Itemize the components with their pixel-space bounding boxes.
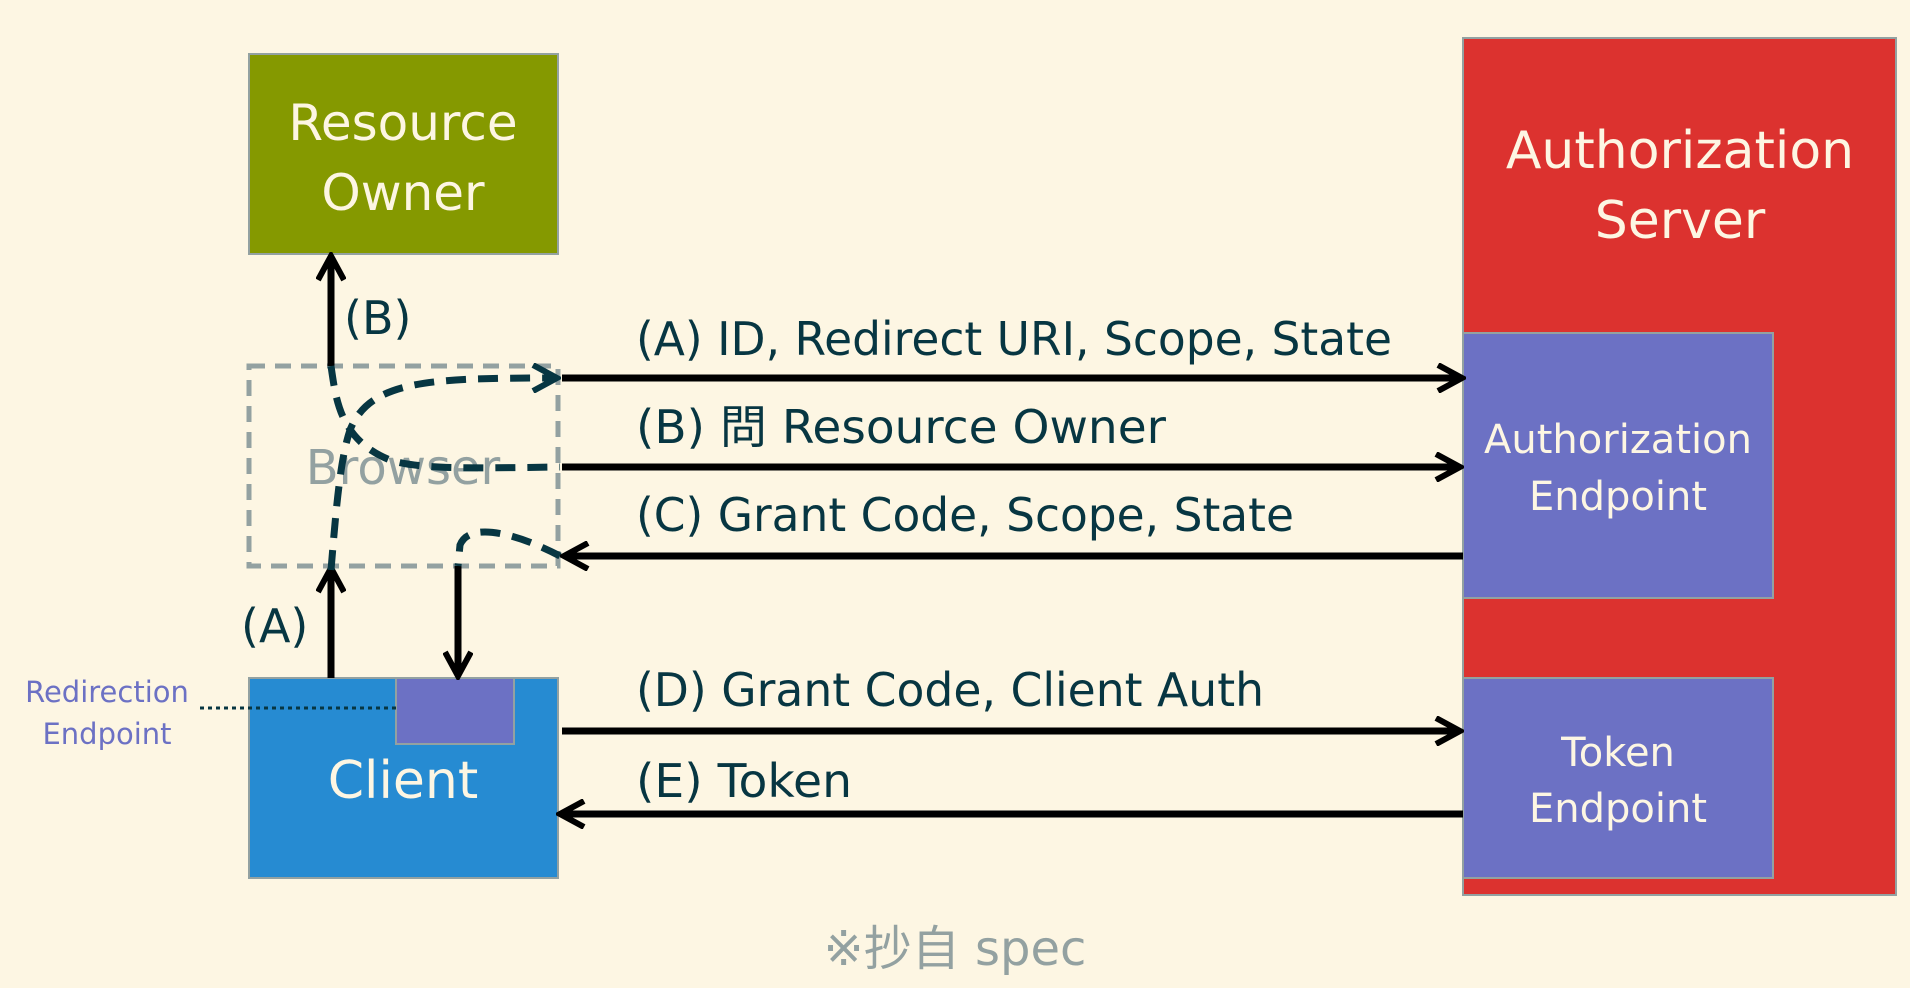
flow-d-label: (D) Grant Code, Client Auth	[636, 663, 1264, 717]
dashed-path-b	[327, 365, 561, 472]
redirection-endpoint-label-line2: Endpoint	[42, 717, 171, 751]
flow-b-label: (B) 問 Resource Owner	[636, 400, 1166, 454]
authorization-server-label-line2: Server	[1595, 191, 1766, 251]
resource-owner-label-line1: Resource	[288, 94, 517, 152]
redirection-endpoint-box	[395, 677, 515, 745]
client-node: Client	[248, 677, 559, 879]
token-endpoint-node: Token Endpoint	[1462, 677, 1774, 879]
client-label: Client	[328, 751, 479, 811]
token-endpoint-label-line2: Endpoint	[1529, 786, 1707, 832]
authorization-endpoint-node: Authorization Endpoint	[1462, 332, 1774, 599]
resource-owner-box	[248, 53, 559, 255]
browser-box	[246, 363, 561, 569]
flow-c-label: (C) Grant Code, Scope, State	[636, 488, 1294, 542]
authorization-endpoint-box	[1462, 332, 1774, 599]
authorization-server-label-line1: Authorization	[1506, 121, 1854, 181]
flow-a-short-label: (A)	[241, 599, 308, 653]
dashed-path-c	[454, 528, 562, 567]
token-endpoint-box	[1462, 677, 1774, 879]
authorization-endpoint-label-line2: Endpoint	[1529, 474, 1707, 520]
resource-owner-node: Resource Owner	[248, 53, 559, 255]
token-endpoint-label-line1: Token	[1560, 730, 1675, 776]
flow-a-label: (A) ID, Redirect URI, Scope, State	[636, 312, 1392, 366]
flow-b-short-label: (B)	[344, 291, 411, 345]
resource-owner-label-line2: Owner	[321, 164, 485, 222]
authorization-endpoint-label-line1: Authorization	[1484, 417, 1752, 463]
source-note: ※抄自 spec	[824, 921, 1087, 977]
redirection-endpoint-annotation: Redirection Endpoint	[25, 675, 396, 751]
flow-e-label: (E) Token	[636, 754, 852, 808]
redirection-endpoint-label-line1: Redirection	[25, 675, 189, 709]
